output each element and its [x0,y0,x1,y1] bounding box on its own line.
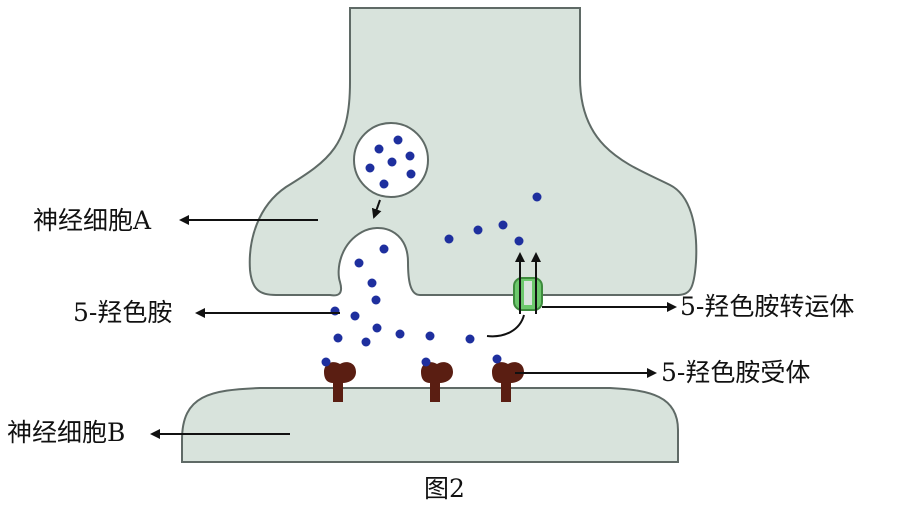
serotonin-molecule [350,311,360,321]
neuron-b-label: 神经细胞B [7,418,126,447]
serotonin-molecule [393,135,403,145]
transporter-label: 5-羟色胺转运体 [680,292,855,321]
serotonin-molecule [374,144,384,154]
serotonin-molecule [333,333,343,343]
serotonin-molecule [421,357,431,367]
serotonin-molecule [514,236,524,246]
serotonin-molecule [444,234,454,244]
serotonin-molecule [395,329,405,339]
serotonin-molecule [379,179,389,189]
serotonin-molecule [321,357,331,367]
serotonin-molecule [465,334,475,344]
neuron-a-body [248,7,698,297]
serotonin-molecule [532,192,542,202]
serotonin-molecule [372,323,382,333]
serotonin-molecule [425,331,435,341]
serotonin-receptor [324,362,356,402]
receptor-label: 5-羟色胺受体 [661,358,811,387]
serotonin-molecule [361,337,371,347]
serotonin-molecule [473,225,483,235]
neuron-a-label: 神经细胞A [33,206,152,235]
serotonin-receptor [421,362,453,402]
serotonin-molecule [354,258,364,268]
serotonin-transporter-channel [524,281,532,305]
serotonin-molecule [406,169,416,179]
serotonin-molecule [387,157,397,167]
serotonin-molecule [367,278,377,288]
serotonin-molecule [405,151,415,161]
serotonin-molecule [498,220,508,230]
serotonin-molecule [365,163,375,173]
serotonin-molecule [379,244,389,254]
serotonin-molecule [371,295,381,305]
figure-caption: 图2 [424,474,465,503]
serotonin-molecule [492,354,502,364]
serotonin-label: 5-羟色胺 [73,298,173,327]
reuptake-path [486,314,525,338]
vesicle-fusion-arrow [371,199,382,219]
serotonin-molecule [330,306,340,316]
